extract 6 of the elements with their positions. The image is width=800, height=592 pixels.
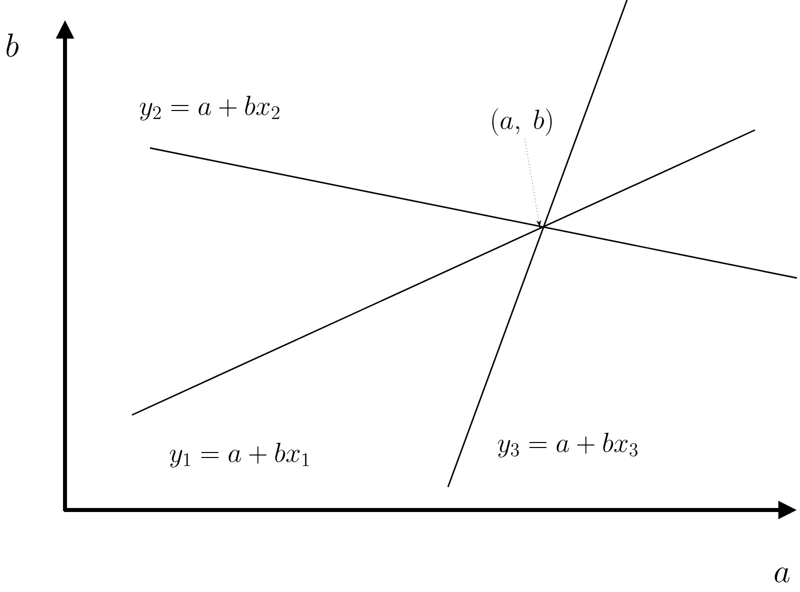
axis-label: $a$: [774, 568, 790, 582]
axis-label: $b$: [6, 33, 18, 57]
line-equation: $y_1 = a + bx_1$: [170, 442, 309, 468]
line-equation: $y_2 = a + bx_2$: [140, 96, 280, 121]
line-equation: $y_3 = a + bx_3$: [498, 432, 638, 458]
point-label: $(a,\ b)$: [492, 108, 552, 136]
